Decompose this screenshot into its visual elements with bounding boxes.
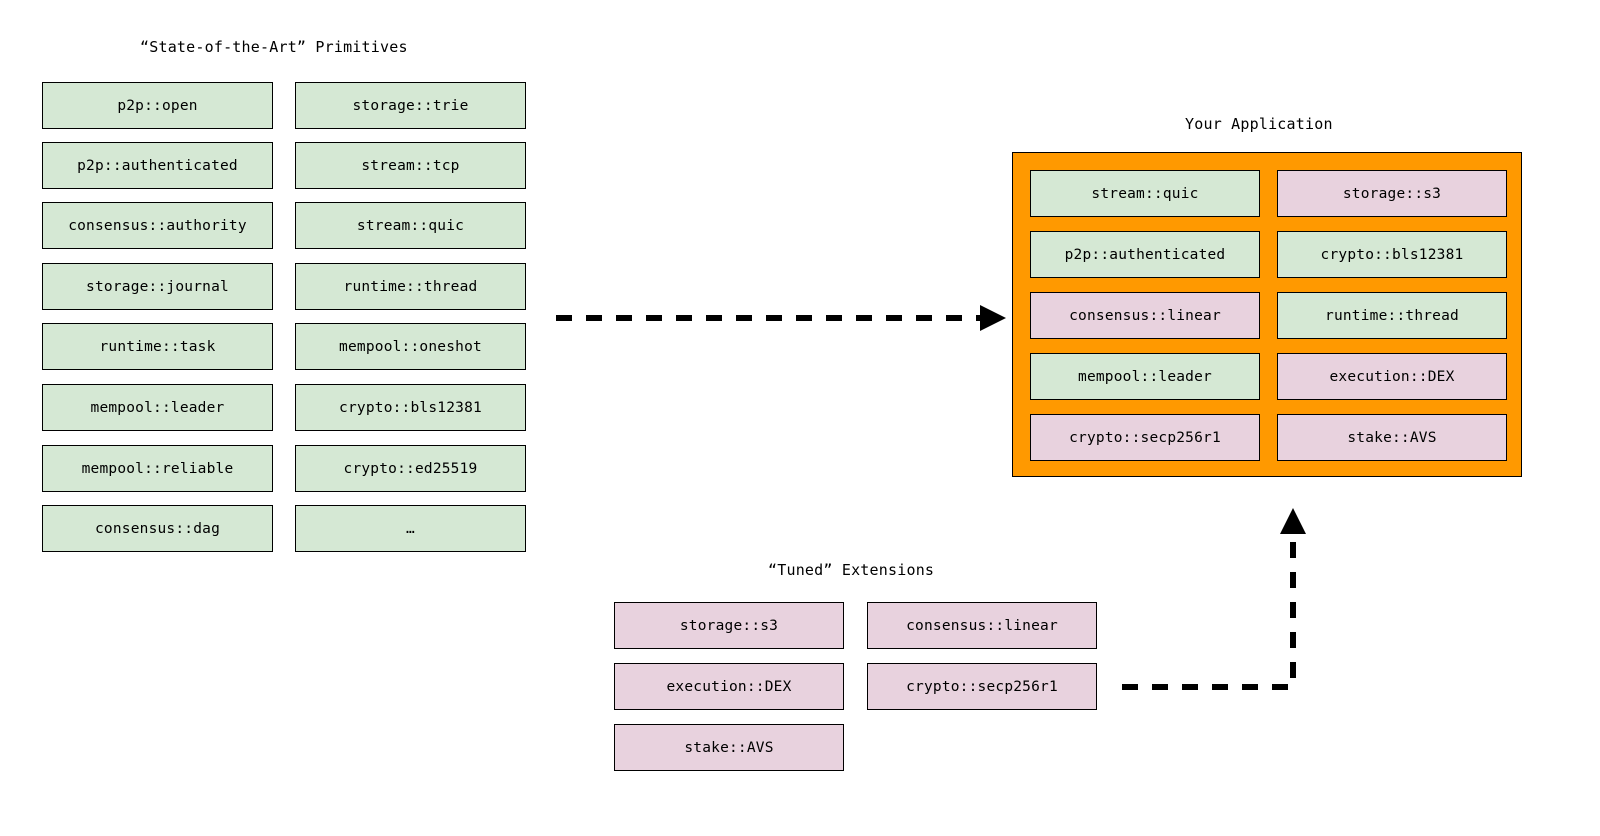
primitive-node[interactable]: crypto::ed25519 bbox=[295, 445, 526, 492]
application-node[interactable]: crypto::secp256r1 bbox=[1030, 414, 1260, 461]
primitive-node[interactable]: mempool::leader bbox=[42, 384, 273, 431]
application-node[interactable]: stream::quic bbox=[1030, 170, 1260, 217]
primitive-node[interactable]: p2p::open bbox=[42, 82, 273, 129]
extension-node[interactable]: storage::s3 bbox=[614, 602, 844, 649]
application-node[interactable]: consensus::linear bbox=[1030, 292, 1260, 339]
arrow-primitives-to-application bbox=[556, 305, 1006, 331]
primitive-node[interactable]: storage::journal bbox=[42, 263, 273, 310]
primitive-node[interactable]: runtime::thread bbox=[295, 263, 526, 310]
application-node[interactable]: execution::DEX bbox=[1277, 353, 1507, 400]
primitives-title: “State-of-the-Art” Primitives bbox=[140, 38, 408, 56]
extension-node[interactable]: consensus::linear bbox=[867, 602, 1097, 649]
primitive-node[interactable]: mempool::reliable bbox=[42, 445, 273, 492]
application-node[interactable]: p2p::authenticated bbox=[1030, 231, 1260, 278]
application-node[interactable]: runtime::thread bbox=[1277, 292, 1507, 339]
application-node[interactable]: mempool::leader bbox=[1030, 353, 1260, 400]
primitive-node[interactable]: storage::trie bbox=[295, 82, 526, 129]
primitive-node[interactable]: … bbox=[295, 505, 526, 552]
application-node[interactable]: crypto::bls12381 bbox=[1277, 231, 1507, 278]
primitive-node[interactable]: stream::quic bbox=[295, 202, 526, 249]
primitive-node[interactable]: p2p::authenticated bbox=[42, 142, 273, 189]
arrow-extensions-to-application bbox=[1122, 508, 1306, 690]
application-node[interactable]: storage::s3 bbox=[1277, 170, 1507, 217]
primitive-node[interactable]: mempool::oneshot bbox=[295, 323, 526, 370]
extension-node[interactable]: execution::DEX bbox=[614, 663, 844, 710]
primitive-node[interactable]: crypto::bls12381 bbox=[295, 384, 526, 431]
application-title: Your Application bbox=[1185, 115, 1333, 133]
application-node[interactable]: stake::AVS bbox=[1277, 414, 1507, 461]
primitive-node[interactable]: consensus::authority bbox=[42, 202, 273, 249]
extension-node[interactable]: crypto::secp256r1 bbox=[867, 663, 1097, 710]
primitive-node[interactable]: stream::tcp bbox=[295, 142, 526, 189]
primitive-node[interactable]: consensus::dag bbox=[42, 505, 273, 552]
primitive-node[interactable]: runtime::task bbox=[42, 323, 273, 370]
extensions-title: “Tuned” Extensions bbox=[768, 561, 935, 579]
extension-node[interactable]: stake::AVS bbox=[614, 724, 844, 771]
